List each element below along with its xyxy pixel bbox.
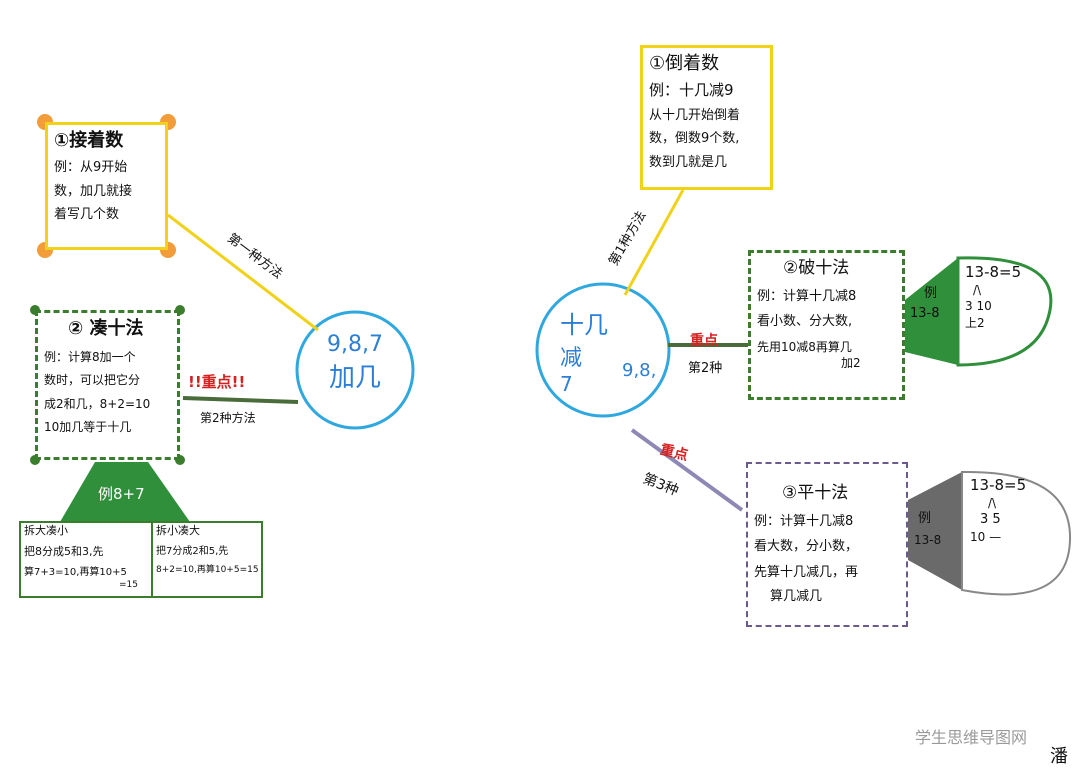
right-method3-line1: 例：计算十几减8 xyxy=(754,513,854,529)
right-method2-line1: 例：计算十几减8 xyxy=(757,288,857,304)
right-method3-box: ③平十法 例：计算十几减8 看大数，分小数， 先算十几减几，再 算几减几 xyxy=(746,462,908,627)
right-method2-title: ②破十法 xyxy=(783,258,850,278)
calc-line: 10 — xyxy=(970,529,1002,544)
right-connector-1 xyxy=(623,189,685,296)
right-method3-example-expr: 13-8 xyxy=(914,533,942,547)
calc-line: /\ xyxy=(988,496,997,511)
right-method2-emphasis: 重点 xyxy=(690,333,718,349)
left-method2-line3: 成2和几，8+2=10 xyxy=(44,396,151,411)
table-cell: 算7+3=10,再算10+5 xyxy=(24,566,127,578)
right-method1-line1: 例：十几减9 xyxy=(649,81,734,100)
right-method2-example-label: 例 xyxy=(924,286,938,301)
left-center-circle xyxy=(295,310,415,430)
left-method2-line1: 例：计算8加一个 xyxy=(44,350,136,365)
right-method1-box: ①倒着数 例：十几减9 从十几开始倒着 数，倒数9个数, 数到几就是几 xyxy=(640,45,773,190)
left-center-line2: 加几 xyxy=(328,363,381,393)
left-method2-title: ② 凑十法 xyxy=(68,318,144,339)
watermark: 学生思维导图网 xyxy=(915,728,1028,747)
table-cell: 拆大凑小 xyxy=(24,524,68,537)
table-cell: 拆小凑大 xyxy=(156,524,200,537)
right-method1-line3: 数，倒数9个数, xyxy=(649,131,740,147)
right-method2-line2: 看小数、分大数, xyxy=(757,314,853,330)
left-method2-connector-label: 第2种方法 xyxy=(200,411,256,425)
right-center-line1: 十几 xyxy=(560,311,608,339)
right-center-line2: 减 xyxy=(560,346,583,371)
calc-line: 3 10 xyxy=(965,299,992,314)
right-method3-calc: 13-8=5 /\ 3 5 10 — xyxy=(970,475,1026,545)
right-method1-line4: 数到几就是几 xyxy=(649,154,728,170)
left-method2-example-label: 例8+7 xyxy=(98,485,145,503)
right-method2-line4: 加2 xyxy=(841,356,861,371)
left-table-col1: 拆大凑小 把8分成5和3,先 算7+3=10,再算10+5 =15 xyxy=(24,524,150,591)
calc-line: 13-8=5 xyxy=(970,476,1027,494)
callout-wedge xyxy=(908,472,962,590)
right-center-circle xyxy=(535,282,671,418)
example-table xyxy=(19,521,263,598)
right-method2-calc: 13-8=5 /\ 3 10 上2 xyxy=(965,262,1021,331)
left-method2-emphasis: !!重点!! xyxy=(188,373,246,391)
calc-line: 3 5 xyxy=(980,512,1001,528)
right-method2-connector-label: 第2种 xyxy=(688,361,723,376)
left-method1-line1: 例：从9开始 xyxy=(54,160,128,176)
left-method1-line3: 着写几个数 xyxy=(54,207,120,223)
right-method1-title: ①倒着数 xyxy=(649,53,720,74)
right-method2-example-expr: 13-8 xyxy=(910,306,940,321)
right-center-line4: 7 xyxy=(560,372,573,396)
table-cell: 把7分成2和5,先 xyxy=(156,545,229,557)
right-center-line3: 9,8, xyxy=(622,360,657,381)
calc-line: 13-8=5 xyxy=(965,263,1022,281)
left-method2-line4: 10加几等于十几 xyxy=(44,419,132,434)
callout-bubble xyxy=(961,470,1072,596)
left-center-line1: 9,8,7 xyxy=(327,332,383,357)
right-method3-title: ③平十法 xyxy=(782,483,849,503)
left-center-node: 9,8,7 加几 xyxy=(310,332,400,394)
left-connector-2 xyxy=(182,396,299,404)
table-cell: 把8分成5和3,先 xyxy=(24,544,104,558)
calc-line: /\ xyxy=(973,283,982,298)
right-center-node: 十几 减 7 xyxy=(560,305,650,396)
right-method1-line2: 从十几开始倒着 xyxy=(649,107,741,123)
right-method2-box: ②破十法 例：计算十几减8 看小数、分大数, 先用10减8再算几 加2 xyxy=(748,250,905,400)
right-connector-3 xyxy=(630,428,744,512)
left-method1-box: ①接着数 例：从9开始 数，加几就接 着写几个数 xyxy=(45,122,168,250)
left-table-col2: 拆小凑大 把7分成2和5,先 8+2=10,再算10+5=15 xyxy=(156,524,260,576)
right-method2-line3: 先用10减8再算几 xyxy=(757,340,852,355)
left-method2-line2: 数时，可以把它分 xyxy=(44,373,141,388)
right-method3-line2: 看大数，分小数， xyxy=(754,539,859,555)
left-method1-title: ①接着数 xyxy=(54,130,124,151)
calc-line: 上2 xyxy=(965,315,985,330)
callout-wedge xyxy=(905,258,958,365)
left-connector-1 xyxy=(167,213,319,332)
right-method3-example-label: 例 xyxy=(918,511,932,526)
left-method1-line2: 数，加几就接 xyxy=(54,183,133,199)
example-trapezoid xyxy=(60,462,190,522)
signature: 潘 xyxy=(1050,746,1068,767)
left-method2-box: ② 凑十法 例：计算8加一个 数时，可以把它分 成2和几，8+2=10 10加几… xyxy=(35,310,180,460)
table-cell: 8+2=10,再算10+5=15 xyxy=(156,565,259,576)
callout-bubble xyxy=(956,256,1053,367)
table-cell: =15 xyxy=(119,580,138,591)
right-method3-line4: 算几减几 xyxy=(770,588,823,604)
right-method3-line3: 先算十几减几，再 xyxy=(754,565,859,581)
